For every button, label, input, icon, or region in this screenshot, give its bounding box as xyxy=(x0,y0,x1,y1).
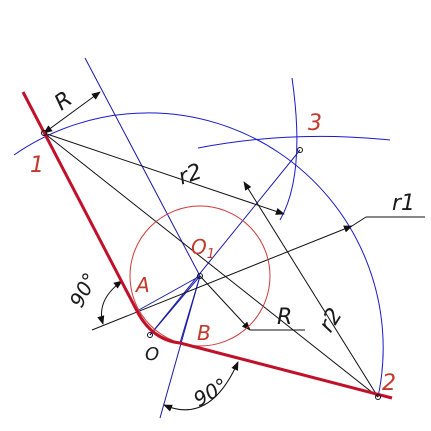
angle-arc-bottom xyxy=(163,361,239,412)
dim-r-center xyxy=(199,275,251,331)
label-center-o1: O1 xyxy=(191,235,215,262)
point-3-marker xyxy=(297,147,303,153)
label-dim-r2-lower: r2 xyxy=(314,304,347,337)
point-o-marker xyxy=(147,332,153,338)
label-center-o1-sub: 1 xyxy=(207,247,215,262)
perpendicular-line-1 xyxy=(84,57,201,277)
line-a-to-o1 xyxy=(136,275,201,312)
label-point-o: O xyxy=(145,344,159,365)
fillet-circle xyxy=(129,205,271,347)
point-2-marker xyxy=(375,394,381,400)
label-point-b: B xyxy=(197,321,211,345)
line-b-to-o1 xyxy=(179,275,201,344)
angle-arc-left xyxy=(97,280,123,325)
dim-r-top xyxy=(43,91,101,134)
dim-r1-leader xyxy=(351,216,367,227)
line-3-to-b xyxy=(149,149,301,336)
dim-r2-upper xyxy=(43,132,285,215)
point-1-marker xyxy=(41,130,47,136)
main-contour-line xyxy=(21,91,393,400)
label-angle-left: 90° xyxy=(65,269,103,312)
label-point-2: 2 xyxy=(382,371,396,396)
label-point-3: 3 xyxy=(308,111,322,136)
label-dim-r1: r1 xyxy=(392,191,415,216)
dim-r1 xyxy=(91,225,353,331)
label-point-a: A xyxy=(134,273,150,297)
line-o-to-o1 xyxy=(149,275,201,336)
chord-1-to-2 xyxy=(43,132,379,398)
arc-from-point-1 xyxy=(197,135,391,149)
label-point-1: 1 xyxy=(30,153,44,178)
label-center-o1-main: O xyxy=(191,235,207,259)
label-dim-r-center: R xyxy=(277,305,292,330)
dim-r2-lower xyxy=(243,181,379,398)
center-o1-marker xyxy=(197,273,203,279)
arc-from-point-2 xyxy=(279,77,298,221)
label-angle-bottom: 90° xyxy=(189,373,232,412)
